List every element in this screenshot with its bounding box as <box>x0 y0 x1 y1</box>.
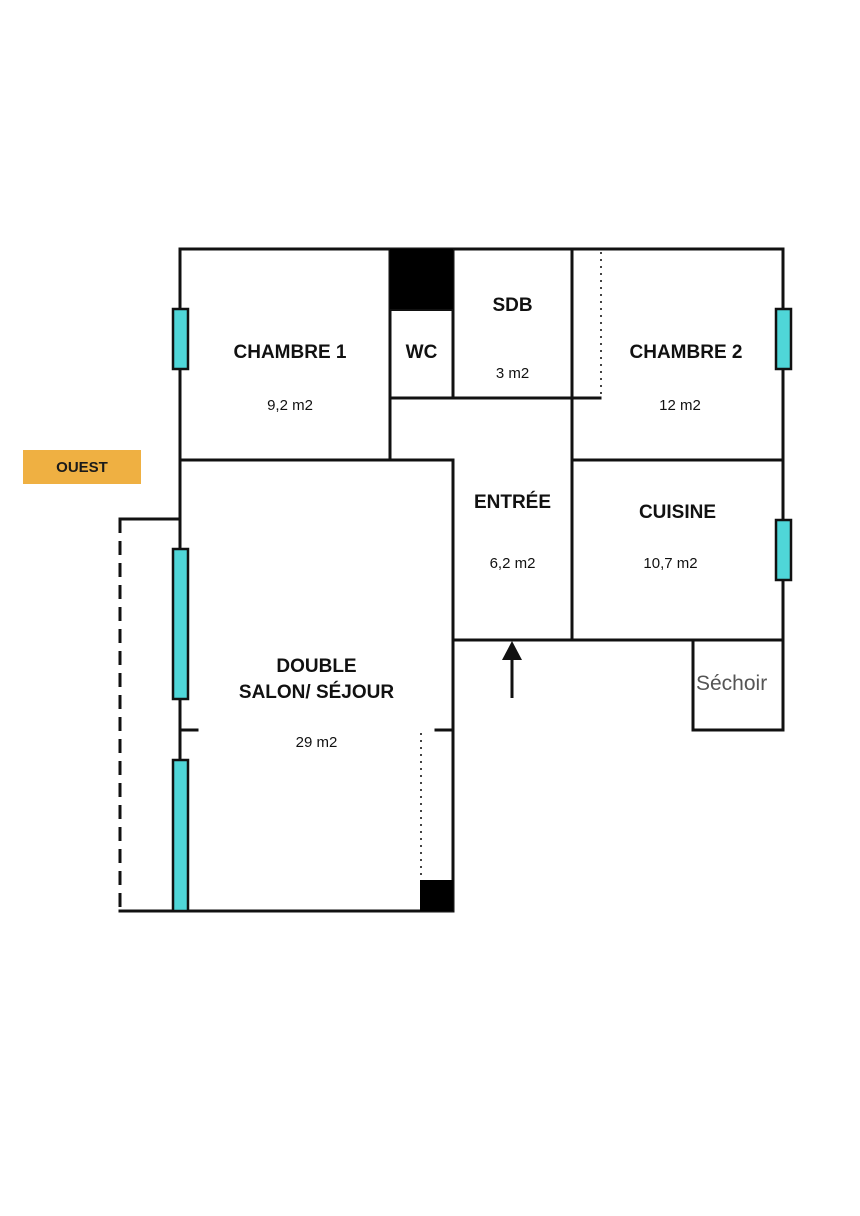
room-label-cuisine: CUISINE <box>638 502 717 523</box>
room-area-salon: 29 m2 <box>295 734 338 751</box>
room-area-chambre2: 12 m2 <box>659 397 701 414</box>
room-area-sdb: 3 m2 <box>495 365 530 382</box>
compass-ouest-badge: OUEST <box>23 450 141 484</box>
window-chambre2 <box>774 307 793 371</box>
room-label-salon-line2: SALON/ SÉJOUR <box>238 682 395 703</box>
room-label-chambre2: CHAMBRE 2 <box>629 342 743 363</box>
window-salon-lower <box>171 758 190 913</box>
entrance-arrow-head <box>502 641 522 660</box>
window-cuisine <box>774 518 793 582</box>
room-area-entree: 6,2 m2 <box>489 555 536 572</box>
room-label-salon-line1: DOUBLE <box>276 656 357 677</box>
room-label-sdb: SDB <box>492 295 533 316</box>
room-label-entree: ENTRÉE <box>473 492 552 513</box>
room-area-chambre1: 9,2 m2 <box>267 397 313 414</box>
room-label-sechoir: Séchoir <box>696 672 768 695</box>
room-area-cuisine: 10,7 m2 <box>643 555 698 572</box>
compass-label: OUEST <box>56 458 108 476</box>
column-salon <box>420 880 453 911</box>
room-label-chambre1: CHAMBRE 1 <box>233 342 347 363</box>
window-chambre1 <box>171 307 190 371</box>
column-wc <box>390 249 453 310</box>
window-salon-upper <box>171 547 190 701</box>
room-label-wc: WC <box>405 342 438 363</box>
